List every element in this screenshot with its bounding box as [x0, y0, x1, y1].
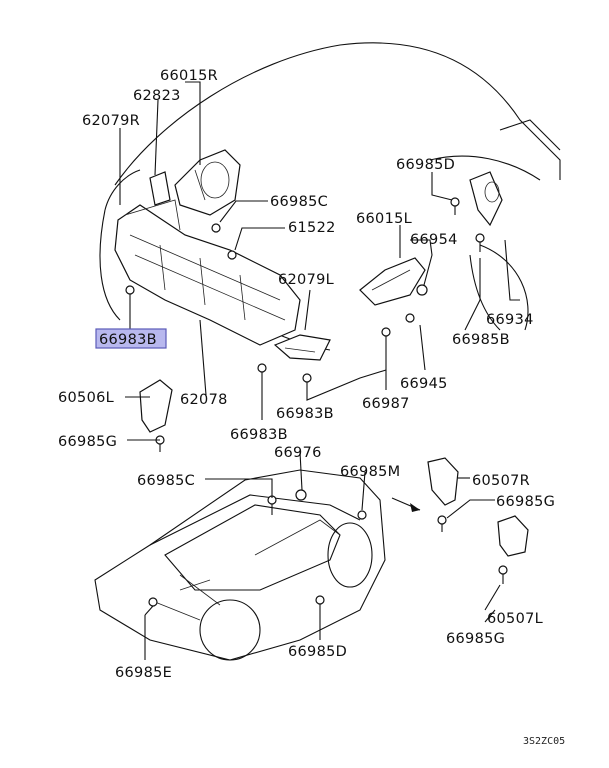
fasteners-upper: [125, 197, 485, 392]
label-66015L: 66015L: [356, 211, 412, 227]
label-66985C-low: 66985C: [137, 473, 195, 489]
label-66985E: 66985E: [115, 665, 172, 681]
label-62079L: 62079L: [278, 272, 334, 288]
bracket-60507L-part: [497, 515, 529, 557]
label-66985D-bottom: 66985D: [288, 644, 347, 660]
label-66985G-left: 66985G: [58, 434, 117, 450]
label-66945: 66945: [400, 376, 448, 392]
duct-66934-part: [469, 171, 503, 227]
label-66985C-top: 66985C: [270, 194, 328, 210]
label-66934: 66934: [486, 312, 534, 328]
label-66985M: 66985M: [340, 464, 400, 480]
label-61522: 61522: [288, 220, 336, 236]
label-66985D: 66985D: [396, 157, 455, 173]
label-66985B: 66985B: [452, 332, 510, 348]
label-66983B-low: 66983B: [230, 427, 288, 443]
figure-reference-code: 3S2ZC05: [523, 736, 565, 747]
label-60507R: 60507R: [472, 473, 530, 489]
leader-lines: [119, 81, 520, 660]
bracket-62823-part: [149, 171, 171, 206]
label-66983B-mid: 66983B: [276, 406, 334, 422]
label-60506L: 60506L: [58, 390, 114, 406]
fasteners-lower: [144, 489, 508, 616]
label-66983B-highlight: 66983B: [99, 332, 157, 348]
part-labels: 66015R 62823 62079R 66985D 66985C 61522 …: [58, 68, 565, 747]
label-66987: 66987: [362, 396, 410, 412]
direction-arrow: [391, 497, 421, 512]
label-60507L: 60507L: [487, 611, 543, 627]
bracket-60506L-part: [139, 379, 173, 452]
label-66985G-bottom: 66985G: [446, 631, 505, 647]
bumper-reinforcement-part: [114, 199, 301, 346]
car-body-lower: [94, 469, 386, 661]
part-highlight-box: [95, 328, 167, 349]
label-62823: 62823: [133, 88, 181, 104]
label-62078: 62078: [180, 392, 228, 408]
label-66954: 66954: [410, 232, 458, 248]
duct-66015L-part: [359, 257, 426, 306]
bracket-60507R-part: [427, 457, 459, 506]
duct-66015R-part: [174, 149, 241, 216]
label-66985G-right: 66985G: [496, 494, 555, 510]
label-66976: 66976: [274, 445, 322, 461]
label-62079R: 62079R: [82, 113, 140, 129]
cover-62079L-part: [273, 334, 331, 361]
label-66015R: 66015R: [160, 68, 218, 84]
